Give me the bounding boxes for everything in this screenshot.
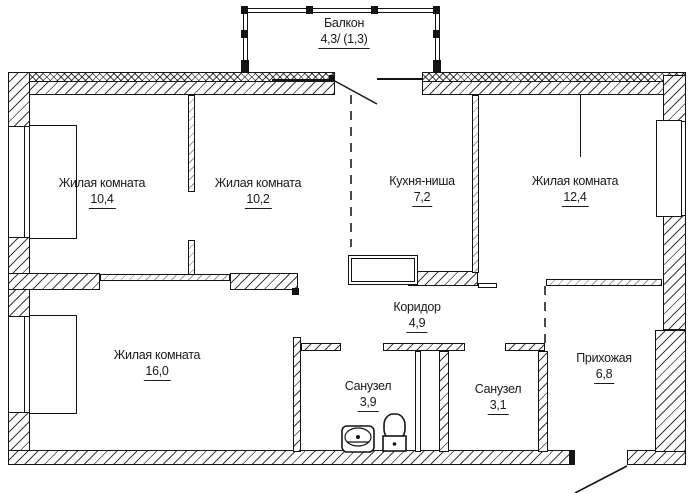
wall-right-lower <box>655 330 686 452</box>
wall-top-left-inner <box>8 81 335 95</box>
kitchen-counter <box>348 255 418 285</box>
room-area: 4,3/ (1,3) <box>318 32 370 49</box>
room-name: Балкон <box>323 16 365 30</box>
room-name: Санузел <box>474 382 522 396</box>
balcony-post <box>433 60 441 73</box>
wall-left-pier-1 <box>8 72 30 127</box>
wall-bath1-top <box>301 343 341 351</box>
balcony-rail-right <box>435 8 440 72</box>
wall-bottom-left <box>8 450 575 465</box>
balcony-post <box>433 6 440 14</box>
room-name: Коридор <box>393 300 441 314</box>
window-sill-room1 <box>29 125 77 239</box>
kitchen-zone-dashed-line <box>350 95 352 247</box>
balcony-door-hinge <box>329 75 335 82</box>
balcony-post <box>371 6 378 14</box>
wall-bath-mid-top <box>383 343 465 351</box>
room-area: 10,2 <box>244 192 272 209</box>
room-label-living-4: Жилая комната 16,0 <box>114 348 200 381</box>
balcony-post <box>433 30 440 38</box>
section-line <box>580 95 581 157</box>
room-area: 10,4 <box>88 192 116 209</box>
room-name: Жилая комната <box>531 174 619 188</box>
room-name: Жилая комната <box>113 348 201 362</box>
room-label-corridor: Коридор 4,9 <box>393 300 441 333</box>
partition-kitchen-right <box>472 95 479 273</box>
room-area: 16,0 <box>143 364 171 381</box>
wall-bath2-right <box>538 351 548 452</box>
window-sill-room3 <box>656 120 682 217</box>
balcony-door-swing-line <box>332 79 378 105</box>
wall-left-pier-3 <box>8 412 30 452</box>
wall-kitchen-bottom <box>408 271 478 286</box>
wall-bottom-right <box>627 450 686 465</box>
hallway-zone-dashed-line <box>544 286 546 344</box>
room-area: 4,9 <box>406 316 428 333</box>
door-stop-entrance <box>569 450 575 465</box>
room-label-living-1: Жилая комната 10,4 <box>59 176 145 209</box>
room-label-bathroom-1: Санузел 3,9 <box>345 379 392 412</box>
room-label-bathroom-2: Санузел 3,1 <box>475 382 522 415</box>
room-area: 6,8 <box>593 367 615 384</box>
balcony-post <box>241 60 249 73</box>
window-sill-room4 <box>29 315 77 414</box>
room-name: Жилая комната <box>214 176 302 190</box>
wall-mid-right <box>230 273 298 290</box>
balcony-post <box>241 30 248 38</box>
room-name: Кухня-ниша <box>389 174 455 188</box>
balcony-label: Балкон 4,3/ (1,3) <box>318 16 370 49</box>
room-label-living-3: Жилая комната 12,4 <box>532 174 618 207</box>
partition-bath1-right <box>415 351 421 452</box>
room-area: 3,9 <box>357 395 379 412</box>
kitchen-counter-inner <box>351 258 415 282</box>
room-label-kitchen: Кухня-ниша 7,2 <box>389 174 455 207</box>
room-label-hallway: Прихожая 6,8 <box>576 351 632 384</box>
door-jamb-kitchen <box>478 283 497 288</box>
balcony-rail-left <box>243 8 248 72</box>
sink-icon <box>341 425 375 453</box>
room-label-living-2: Жилая комната 10,2 <box>215 176 301 209</box>
door-stop-mid-wall <box>292 288 299 295</box>
wall-mid-left <box>8 273 100 290</box>
balcony-rail-top <box>243 8 440 13</box>
balcony-post <box>306 6 313 14</box>
room-area: 7,2 <box>411 190 433 207</box>
toilet-icon <box>382 413 407 452</box>
partition-mid-thin <box>100 274 230 281</box>
room-name: Жилая комната <box>58 176 146 190</box>
entrance-door-swing-line <box>574 465 628 493</box>
room-area: 3,1 <box>487 398 509 415</box>
wall-bath1-left <box>293 337 301 452</box>
room-name: Прихожая <box>576 351 632 365</box>
room-area: 12,4 <box>561 190 589 207</box>
wall-bath2-top <box>505 343 545 351</box>
partition-rooms-top <box>188 95 195 192</box>
wall-bath2-left <box>439 351 449 452</box>
partition-hallway-top <box>546 279 662 286</box>
room-name: Санузел <box>344 379 392 393</box>
balcony-post <box>241 6 248 14</box>
